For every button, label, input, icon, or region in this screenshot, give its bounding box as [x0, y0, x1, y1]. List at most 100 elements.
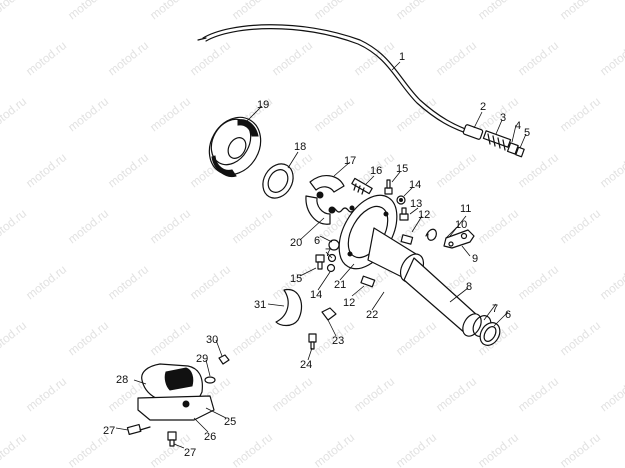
watermark-text: motod.ru [475, 430, 521, 468]
watermark-text: motod.ru [597, 262, 625, 302]
part-6-ring-right [479, 322, 501, 346]
watermark-text: motod.ru [105, 38, 151, 78]
watermark-text: motod.ru [393, 430, 439, 468]
part-27-bolt-left [126, 423, 151, 436]
part-23-nut [321, 307, 337, 321]
watermark-text: motod.ru [597, 150, 625, 190]
watermark-text: motod.ru [393, 318, 439, 358]
part-1-cable [197, 24, 469, 134]
part-13-bolt [399, 207, 409, 221]
part-8-tube [403, 257, 482, 337]
callout-29: 29 [196, 353, 208, 365]
callout-labels: 1 2 3 4 5 6 6 7 7 8 9 10 11 12 12 13 14 … [103, 51, 530, 459]
watermark-text: motod.ru [597, 374, 625, 414]
watermark-text: motod.ru [65, 318, 111, 358]
watermark-text: motod.ru [187, 38, 233, 78]
part-11-spring [425, 228, 437, 241]
callout-6-left: 6 [314, 235, 320, 247]
watermark-text: motod.ru [515, 374, 561, 414]
callout-30: 30 [206, 334, 218, 346]
watermark-text: motod.ru [229, 0, 275, 22]
callout-19: 19 [257, 99, 269, 111]
part-27-bolt-right [167, 431, 177, 447]
callout-18: 18 [294, 141, 306, 153]
watermark-text: motod.ru [0, 94, 29, 134]
watermark-text: motod.ru [433, 38, 479, 78]
callout-27-left: 27 [103, 425, 115, 437]
part-24-bolt [308, 333, 317, 350]
callout-7-left: 7 [325, 247, 331, 259]
watermark-text: motod.ru [515, 38, 561, 78]
part-20-spring [329, 207, 355, 213]
callout-1: 1 [399, 51, 405, 63]
watermark-text: motod.ru [0, 318, 29, 358]
watermark-text: motod.ru [147, 0, 193, 22]
watermark-text: motod.ru [65, 94, 111, 134]
watermark-text: motod.ru [393, 94, 439, 134]
callout-8: 8 [466, 281, 472, 293]
callout-21: 21 [334, 279, 346, 291]
part-12-bolt-lower [360, 275, 376, 288]
watermark-text: motod.ru [23, 262, 69, 302]
watermark-text: motod.ru [105, 262, 151, 302]
part-2-5-cable-adjuster [462, 124, 525, 158]
watermark-text: motod.ru [23, 150, 69, 190]
callout-27-right: 27 [184, 447, 196, 459]
callout-14-upper: 14 [409, 179, 421, 191]
watermark-text: motod.ru [475, 206, 521, 246]
watermark-text: motod.ru [311, 0, 357, 22]
callout-6-right: 6 [505, 309, 511, 321]
part-22-flange-housing [338, 194, 425, 283]
callout-20: 20 [290, 237, 302, 249]
watermark-text: motod.ru [229, 430, 275, 468]
watermark-text: motod.ru [269, 38, 315, 78]
callout-24: 24 [300, 359, 312, 371]
watermark-text: motod.ru [187, 262, 233, 302]
part-15-bolt-upper [384, 179, 393, 195]
callout-23: 23 [332, 335, 344, 347]
watermark-text: motod.ru [65, 0, 111, 22]
watermark-text: motod.ru [147, 94, 193, 134]
part-14-washer-lower [326, 263, 336, 273]
part-29-washer [204, 376, 216, 384]
part-30-nut [218, 354, 230, 365]
leader-lines [115, 61, 527, 449]
watermark-text: motod.ru [433, 374, 479, 414]
watermark-text: motod.ru [597, 38, 625, 78]
part-18-ring [262, 163, 294, 199]
callout-4: 4 [515, 120, 521, 132]
callout-2: 2 [480, 101, 486, 113]
part-15-bolt-lower [315, 254, 325, 270]
callout-15-lower: 15 [290, 273, 302, 285]
part-16-bolt [351, 177, 373, 195]
callout-10: 10 [455, 219, 467, 231]
callout-13: 13 [410, 198, 422, 210]
callout-22: 22 [366, 309, 378, 321]
watermark-text: motod.ru [105, 150, 151, 190]
callout-17: 17 [344, 155, 356, 167]
callout-31: 31 [254, 299, 266, 311]
watermark-text: motod.ru [475, 0, 521, 22]
watermark-text: motod.ru [229, 318, 275, 358]
watermark-text: motod.ru [147, 206, 193, 246]
part-12-bolt-upper [400, 234, 414, 245]
part-25-bracket [137, 395, 215, 421]
watermark-text: motod.ru [557, 318, 603, 358]
watermark-text: motod.ru [311, 94, 357, 134]
watermark-text: motod.ru [557, 206, 603, 246]
watermark-text: motod.ru [557, 430, 603, 468]
callout-26: 26 [204, 431, 216, 443]
watermark-text: motod.ru [23, 374, 69, 414]
callout-28: 28 [116, 374, 128, 386]
watermark-text: motod.ru [0, 0, 29, 22]
watermark-text: motod.ru [65, 206, 111, 246]
watermark-text: motod.ru [515, 262, 561, 302]
part-31-guard [275, 288, 303, 327]
watermark-text: motod.ru [557, 0, 603, 22]
callout-12-upper: 12 [418, 209, 430, 221]
callout-16: 16 [370, 165, 382, 177]
part-19-clutch-drum [208, 116, 262, 178]
watermark-text: motod.ru [393, 0, 439, 22]
